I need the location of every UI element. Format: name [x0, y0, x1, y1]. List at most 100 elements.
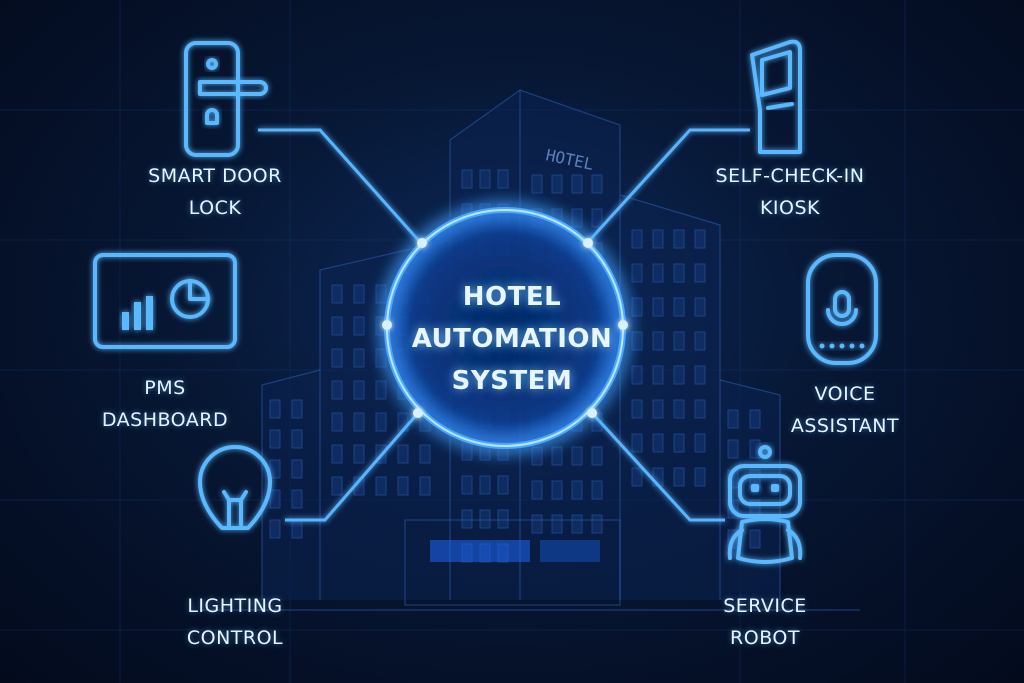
building-window [353, 380, 365, 400]
building-window [419, 476, 431, 496]
building-window [694, 365, 706, 385]
building-window [694, 433, 706, 453]
light-bulb-icon [198, 445, 272, 565]
building-window [631, 399, 643, 419]
building-window [694, 263, 706, 283]
building-window [694, 399, 706, 419]
building-window [749, 439, 761, 459]
building-window [631, 331, 643, 351]
building-window [291, 489, 303, 509]
building-window [652, 365, 664, 385]
building-window [291, 519, 303, 539]
building-window [479, 475, 491, 495]
label-smart-door-lock: SMART DOOR LOCK [148, 165, 282, 219]
building-window [631, 467, 643, 487]
building-window [331, 380, 343, 400]
building-window [571, 208, 583, 228]
building-window [673, 365, 685, 385]
building-window [461, 475, 473, 495]
building-window [269, 519, 281, 539]
building-window [331, 444, 343, 464]
building-window [269, 429, 281, 449]
building-window [694, 331, 706, 351]
building-window [375, 380, 387, 400]
building-window [631, 433, 643, 453]
building-window [375, 284, 387, 304]
building-window [749, 409, 761, 429]
label-service-robot: SERVICE ROBOT [723, 595, 807, 649]
building-window [591, 446, 603, 466]
building-window [631, 365, 643, 385]
junction-nodes [382, 238, 628, 418]
building-window [353, 444, 365, 464]
building-window [673, 467, 685, 487]
building-window [631, 297, 643, 317]
building-window [291, 429, 303, 449]
connector-smart-door-lock [258, 128, 422, 243]
connector-service-robot [590, 411, 725, 522]
building-window [727, 439, 739, 459]
hotel-building-illustration: HOTEL [200, 89, 860, 611]
building-window [591, 514, 603, 534]
connector-lines [248, 128, 795, 522]
building-window [652, 433, 664, 453]
label-self-check-in-kiosk: SELF-CHECK-IN KIOSK [715, 165, 865, 219]
building-window [269, 399, 281, 419]
node-top-right [583, 238, 593, 248]
building-window [591, 480, 603, 500]
building-window [571, 446, 583, 466]
building-window [497, 475, 509, 495]
building-window [353, 412, 365, 432]
building-window [673, 433, 685, 453]
building-window [497, 169, 509, 189]
building-window [375, 412, 387, 432]
building-window [694, 229, 706, 249]
building-window [694, 467, 706, 487]
building-window [673, 297, 685, 317]
building-window [479, 169, 491, 189]
building-window [291, 399, 303, 419]
building-window [551, 446, 563, 466]
building-window [551, 174, 563, 194]
node-top-left [417, 238, 427, 248]
building-window [673, 229, 685, 249]
building-window [331, 412, 343, 432]
building-window [673, 331, 685, 351]
building-window [375, 476, 387, 496]
label-pms-dashboard: PMS DASHBOARD [101, 377, 229, 431]
center-title: HOTEL AUTOMATION SYSTEM [411, 282, 613, 396]
building-window [694, 297, 706, 317]
node-left [382, 320, 392, 330]
node-bottom-right [587, 408, 597, 418]
building-window [571, 514, 583, 534]
building-window [397, 476, 409, 496]
building-window [291, 459, 303, 479]
building-window [461, 169, 473, 189]
building-window [571, 480, 583, 500]
node-right [618, 320, 628, 330]
label-voice-assistant: VOICE ASSISTANT [790, 383, 900, 437]
building-window [551, 514, 563, 534]
monitor-dashboard-icon [93, 253, 237, 366]
building-window [551, 480, 563, 500]
building-window [591, 208, 603, 228]
connector-lighting-control [285, 412, 420, 522]
building-window [531, 514, 543, 534]
building-window [479, 509, 491, 529]
building-window [631, 229, 643, 249]
building-window [461, 441, 473, 461]
building-window [673, 399, 685, 419]
building-window [331, 348, 343, 368]
building-window [419, 444, 431, 464]
building-window [397, 444, 409, 464]
building-window [497, 509, 509, 529]
building-window [269, 489, 281, 509]
building-window [331, 476, 343, 496]
building-window [331, 284, 343, 304]
door-lock-icon [184, 41, 268, 157]
building-window [353, 284, 365, 304]
building-window [727, 409, 739, 429]
building-window [571, 174, 583, 194]
building-window [652, 399, 664, 419]
